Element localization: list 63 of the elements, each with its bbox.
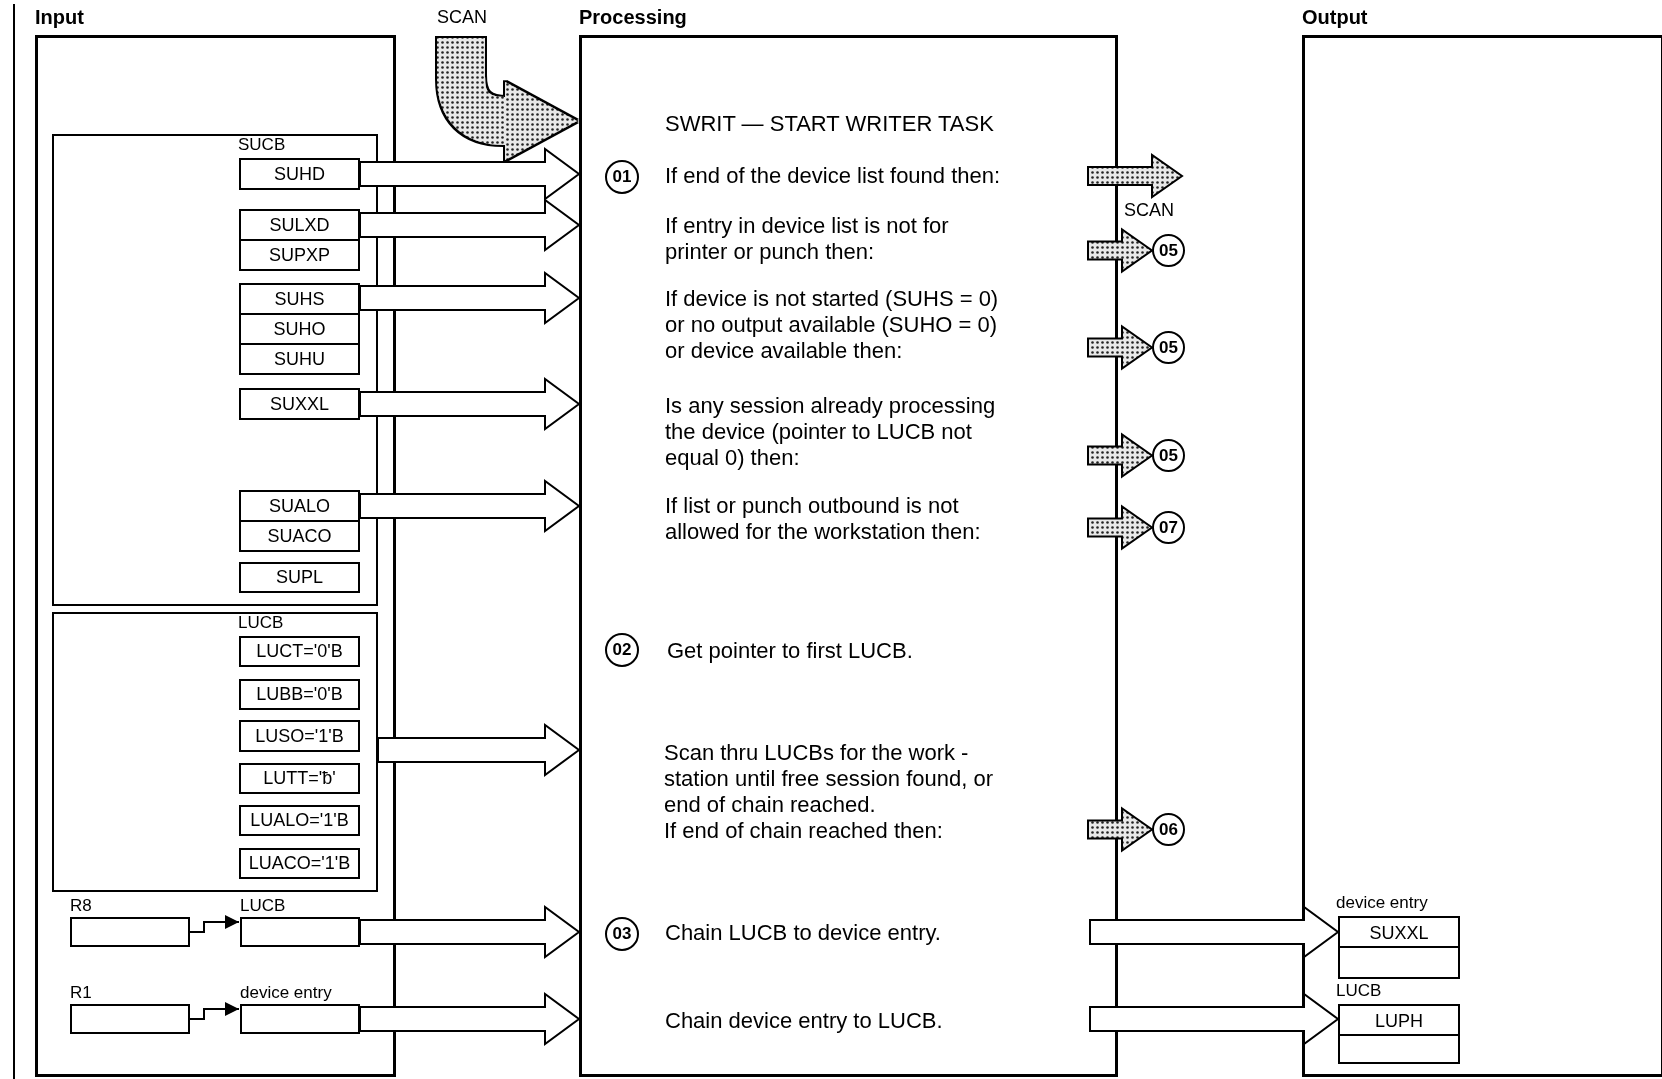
edge-label: SCAN [1124, 199, 1174, 221]
shaded-block-arrow [1087, 153, 1184, 199]
shaded-block-arrow [1087, 227, 1154, 274]
step-text: Get pointer to first LUCB. [667, 638, 914, 664]
shaded-block-arrow [1087, 504, 1154, 551]
shaded-block-arrow [1087, 324, 1154, 371]
field-box: SUHU [239, 343, 360, 375]
register-label: R1 [70, 983, 92, 1003]
panel-heading: Input [35, 5, 84, 30]
shaded-curved-arrow [437, 38, 577, 160]
field-name: LUPH [1374, 1009, 1424, 1033]
step-text: If list or punch outbound is not allowed for the workstation then: [665, 493, 982, 545]
field-box: SUALO [239, 490, 360, 522]
field-box: LUTT='ƀ' [239, 763, 360, 794]
block-heading: LUCB [238, 613, 284, 633]
pointer-arrow [189, 1002, 240, 1020]
shaded-block-arrow [1087, 432, 1154, 479]
field-box: SUXXL [239, 388, 360, 420]
hollow-block-arrow [359, 377, 581, 431]
step-text: Chain LUCB to device entry. [665, 920, 942, 946]
hollow-block-arrow [359, 271, 581, 325]
field-box: SUHS [239, 283, 360, 315]
step-text: Scan thru LUCBs for the work - station until free session found, or end of chain reached. [664, 740, 994, 818]
field-box: LUSO='1'B [239, 720, 360, 752]
field-name: SUXXL [1368, 921, 1430, 945]
step-text: Chain device entry to LUCB. [665, 1008, 944, 1034]
register-label: LUCB [240, 896, 286, 916]
step-text: Is any session already processing the device (pointer to LUCB not equal 0) then: [665, 393, 997, 471]
hollow-block-arrow [359, 147, 581, 201]
field-box: SUHD [239, 158, 360, 190]
hollow-block-arrow [359, 198, 581, 252]
hollow-block-arrow [359, 905, 581, 959]
register-label: R8 [70, 896, 92, 916]
field-box: LUALO='1'B [239, 805, 360, 836]
hollow-block-arrow [377, 723, 581, 777]
panel-heading: Output [1302, 5, 1368, 30]
hollow-block-arrow [1089, 992, 1340, 1046]
field-box: SUPL [239, 562, 360, 593]
step-text: If end of chain reached then: [664, 818, 944, 844]
step-text: If end of the device list found then: [665, 163, 1002, 189]
control-block-frame [52, 612, 378, 892]
hollow-block-arrow [359, 479, 581, 533]
register-label: device entry [240, 983, 332, 1003]
panel-heading: Processing [579, 5, 687, 30]
block-heading: SUCB [238, 135, 286, 155]
record-label: device entry [1336, 893, 1428, 913]
step-text: If device is not started (SUHS = 0) or no output available (SUHO = 0) or device available then: [665, 286, 1000, 364]
scan-label: SCAN [432, 4, 492, 35]
step-text: SWRIT — START WRITER TASK [665, 111, 995, 137]
field-box: LUCT='0'B [239, 636, 360, 667]
field-box: SUACO [239, 520, 360, 552]
field-box: SULXD [239, 209, 360, 241]
field-box: LUBB='0'B [239, 679, 360, 710]
field-box: SUPXP [239, 239, 360, 271]
pointer-arrow [189, 915, 240, 933]
field-box: LUACO='1'B [239, 848, 360, 879]
record-label: LUCB [1336, 981, 1382, 1001]
hollow-block-arrow [1089, 905, 1340, 959]
control-block-frame [52, 134, 378, 606]
shaded-block-arrow [1087, 806, 1154, 853]
step-text: If entry in device list is not for printer or punch then: [665, 213, 950, 265]
field-box: SUHO [239, 313, 360, 345]
hollow-block-arrow [359, 992, 581, 1046]
